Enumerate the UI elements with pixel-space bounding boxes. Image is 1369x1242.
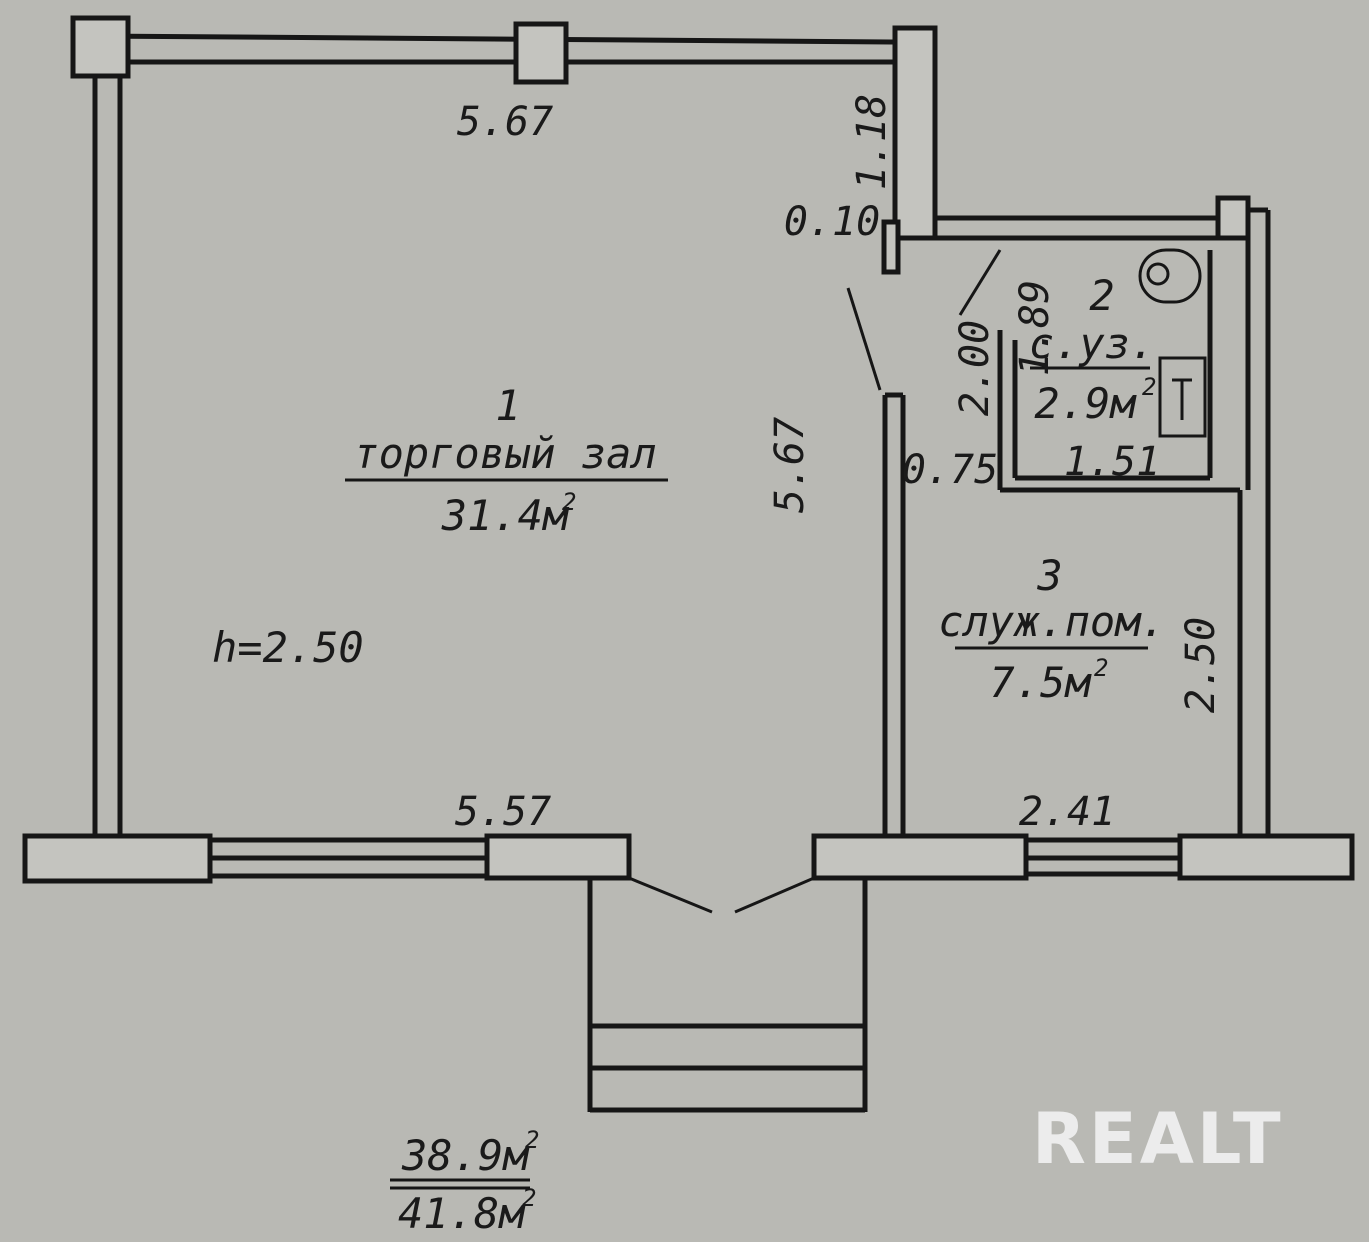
room-2-number: 2 (1089, 271, 1114, 320)
dim-bottom-service: 2.41 (1019, 789, 1115, 835)
total-living-sup: 2 (525, 1126, 539, 1154)
notch-wall (881, 25, 1251, 275)
room-3-name: служ.пом. (938, 597, 1166, 646)
total-area: 41.8м (398, 1189, 526, 1238)
room-1-area-sup: 2 (562, 488, 576, 516)
room-1-name: торговый зал (353, 429, 656, 478)
top-wall (70, 15, 896, 85)
dim-notch-height: 1.18 (849, 94, 895, 190)
room-3-area-sup: 2 (1094, 654, 1108, 682)
dim-service-height: 2.50 (1178, 617, 1224, 713)
wc-walls (958, 248, 1240, 493)
dim-wc-width: 1.51 (1064, 439, 1160, 485)
dim-wc-height-inner: 1.89 (1012, 280, 1058, 376)
ceiling-height: h=2.50 (212, 623, 364, 672)
room-2-label: 2 с.уз. 2.9м 2 (1029, 271, 1157, 428)
dim-top-width: 5.67 (457, 99, 553, 145)
realt-watermark: REALT (1032, 1098, 1284, 1180)
area-totals: 38.9м 2 41.8м 2 (390, 1126, 539, 1238)
left-wall (92, 76, 123, 836)
dim-wc-height-outer: 2.00 (952, 320, 998, 416)
right-wall (1237, 207, 1271, 840)
room-3-label: 3 служ.пом. 7.5м 2 (938, 551, 1166, 707)
room-3-number: 3 (1036, 551, 1062, 600)
room-1-area: 31.4м (441, 491, 570, 540)
partition-wall (846, 287, 906, 836)
bottom-wall (22, 833, 1355, 884)
dim-wall-offset: 0.10 (784, 199, 880, 245)
room-2-area-sup: 2 (1142, 373, 1156, 401)
room-1-number: 1 (495, 381, 520, 430)
room-2-area: 2.9м (1034, 379, 1137, 428)
room-2-name: с.уз. (1029, 319, 1155, 368)
total-area-sup: 2 (522, 1184, 536, 1212)
room-3-area: 7.5м (989, 658, 1092, 707)
dim-wc-door: 0.75 (902, 447, 998, 493)
dim-bottom-main: 5.57 (455, 789, 551, 835)
dim-main-depth: 5.67 (767, 417, 813, 513)
total-living-area: 38.9м (401, 1131, 530, 1180)
entrance-porch (587, 876, 868, 1113)
room-1-label: 1 торговый зал 31.4м 2 (345, 381, 668, 540)
